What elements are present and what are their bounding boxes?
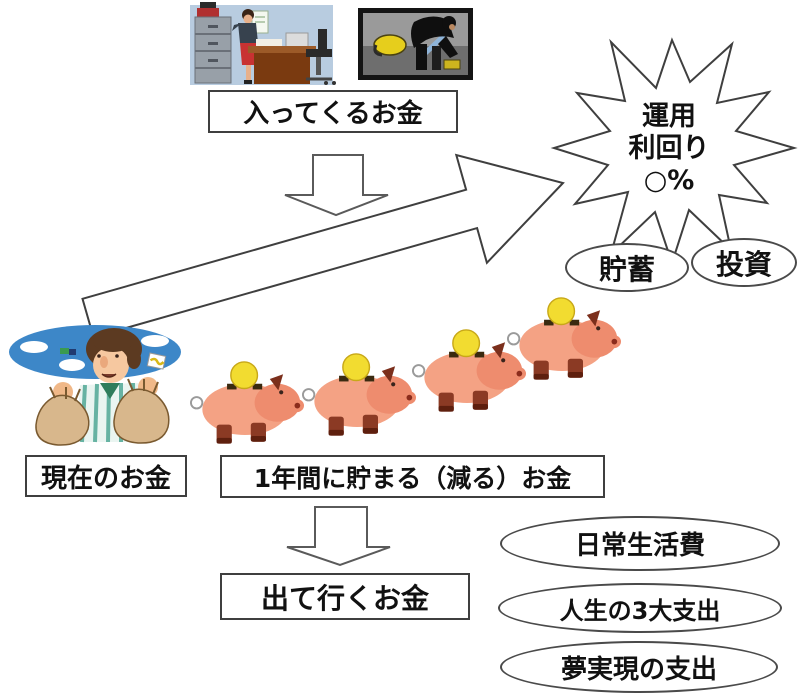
manual-labor-image [358, 8, 473, 80]
yield-line-3: ○% [643, 165, 695, 196]
diagonal-arrow [81, 153, 565, 339]
outgoing-money-box: 出て行くお金 [220, 573, 470, 620]
piggy-bank-2 [302, 352, 417, 437]
office-worker-image [190, 2, 336, 85]
three-major-expenses-bubble: 人生の3大支出 [498, 583, 782, 633]
piggy-bank-1 [189, 360, 305, 445]
yield-line-1: 運用 [642, 101, 696, 132]
savings-bubble: 貯蓄 [565, 243, 689, 292]
dream-expenses-bubble: 夢実現の支出 [500, 641, 778, 693]
investment-bubble: 投資 [691, 238, 797, 287]
down-arrow-top [284, 154, 389, 217]
daily-living-expenses-bubble: 日常生活費 [500, 516, 780, 571]
man-with-money-bags-image [9, 325, 181, 446]
down-arrow-bottom [286, 506, 391, 567]
yield-line-2: 利回り [628, 133, 710, 164]
piggy-bank-4 [507, 296, 622, 381]
current-money-box: 現在のお金 [25, 455, 187, 497]
investment-yield-label: 運用 利回り ○% [593, 101, 745, 197]
incoming-money-box: 入ってくるお金 [208, 90, 458, 133]
yearly-savings-box: 1年間に貯まる（減る）お金 [220, 455, 605, 498]
